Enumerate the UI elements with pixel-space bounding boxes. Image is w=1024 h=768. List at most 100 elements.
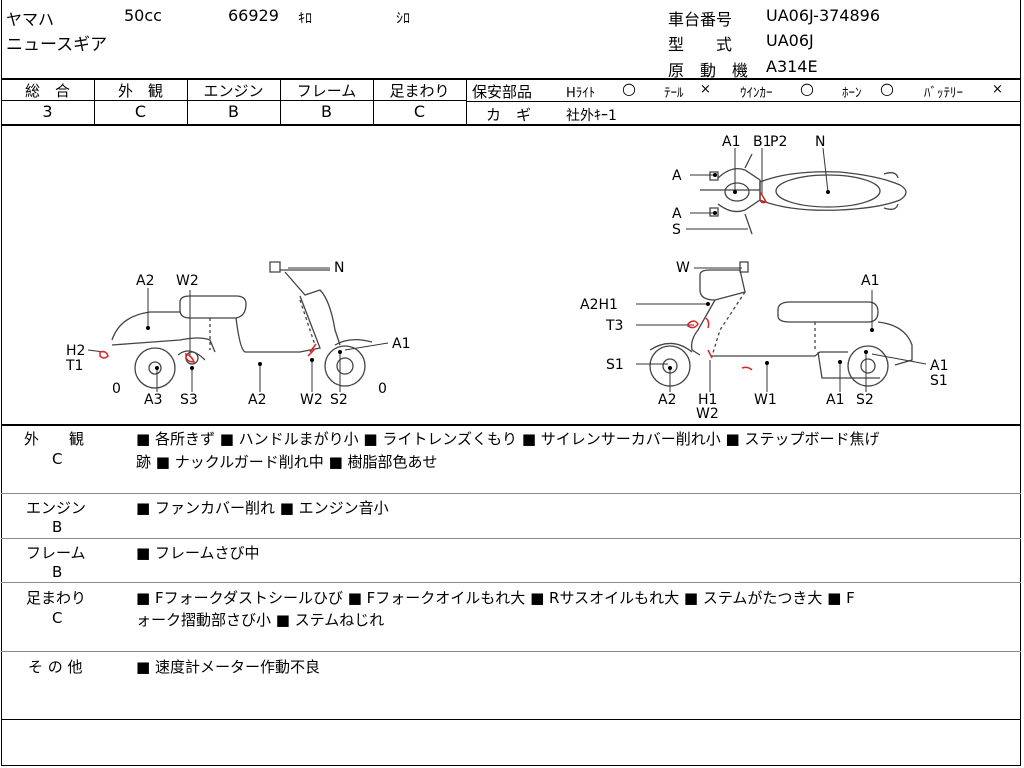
section-exterior-text-2: 跡 ■ ナックルガード削れ中 ■ 樹脂部色あせ (136, 453, 438, 471)
score-label-frame: フレーム (296, 82, 357, 100)
score-value-suspension: C (413, 102, 426, 121)
label-zero-left2: 0 (378, 381, 387, 397)
section-exterior-text: ■ 各所きず ■ ハンドルまがり小 ■ ライトレンズくもり ■ サイレンサーカバ… (136, 430, 880, 448)
body-color: ｼﾛ (396, 11, 410, 27)
safety-winker: ｳｲﾝｶｰ (740, 86, 773, 101)
section-suspension-text: ■ Fフォークダストシールひび ■ Fフォークオイルもれ大 ■ Rサスオイルもれ… (136, 589, 855, 607)
safety-winker-mark: ○ (800, 79, 814, 98)
label-t1-left: T1 (65, 358, 83, 374)
label-w-right: W (676, 260, 690, 276)
label-s3-left: S3 (180, 392, 198, 408)
section-engine-label: エンジン (26, 499, 87, 517)
label-s1-right-side: S1 (930, 373, 948, 389)
maker: ヤマハ (6, 10, 55, 29)
label-a1-left: A1 (392, 336, 410, 352)
safety-battery: ﾊﾞｯﾃﾘｰ (924, 86, 963, 101)
section-frame-grade: B (52, 563, 63, 581)
label-s-top: S (672, 222, 681, 238)
label-w2-left-bottom: W2 (300, 392, 323, 408)
section-exterior-grade: C (52, 450, 63, 468)
grid-divider (94, 79, 95, 125)
label-a-top1: A (672, 168, 682, 184)
grid-mid-line (1, 100, 466, 101)
engine-model: A314E (766, 57, 818, 76)
diagram-bottom-line (1, 424, 1021, 426)
type-value: UA06J (766, 31, 814, 50)
score-value-overall: 3 (42, 102, 53, 121)
label-zero-left1: 0 (112, 381, 121, 397)
label-a3-left: A3 (144, 392, 162, 408)
section-suspension-text-2: ォーク摺動部さび小 ■ ステムねじれ (136, 611, 385, 629)
safety-battery-mark: × (992, 82, 1003, 97)
label-h1-right: H1 (698, 392, 717, 408)
safety-taillight-mark: × (700, 82, 711, 97)
safety-taillight: ﾃｰﾙ (664, 86, 684, 101)
mileage: 66929 (228, 6, 279, 25)
left-side-scooter (111, 261, 373, 389)
label-a1-right: A1 (861, 273, 879, 289)
score-value-engine: B (228, 102, 239, 121)
safety-headlight: Hﾗｲﾄ (566, 86, 596, 101)
score-value-frame: B (321, 102, 332, 121)
score-value-exterior: C (134, 102, 147, 121)
section-frame-label: フレーム (26, 544, 86, 562)
frame-number: UA06J-374896 (766, 6, 881, 25)
mileage-unit: ｷﾛ (298, 11, 312, 27)
score-label-overall: 総 合 (24, 82, 70, 100)
label-s2-left: S2 (330, 392, 348, 408)
section-exterior-label: 外 観 (24, 430, 85, 448)
label-a1-top: A1 (722, 134, 740, 150)
label-a2-left: A2 (136, 273, 154, 289)
label-s1-right: S1 (606, 357, 624, 373)
section-engine-text: ■ ファンカバー削れ ■ エンジン音小 (136, 499, 389, 517)
grid-divider (280, 79, 281, 125)
label-w2-right: W2 (696, 406, 719, 422)
grid-divider (187, 79, 188, 125)
model-name: ニュースギア (6, 35, 108, 55)
label-t3-right: T3 (605, 318, 623, 334)
grid-bottom-line (1, 124, 1021, 126)
score-label-exterior: 外 観 (117, 82, 163, 100)
grid-divider (373, 79, 374, 125)
displacement: 50cc (124, 6, 162, 25)
safety-horn: ﾎｰﾝ (842, 86, 862, 101)
safety-headlight-mark: ○ (622, 79, 636, 98)
top-view-scooter (700, 153, 907, 235)
label-a1-right-side: A1 (930, 358, 948, 374)
grid-top-line (1, 78, 1021, 80)
safety-horn-mark: ○ (880, 79, 894, 98)
engine-model-label: 原 動 機 (668, 61, 749, 80)
score-label-suspension: 足まわり (389, 82, 450, 100)
section-divider (1, 493, 1021, 494)
frame-number-label: 車台番号 (668, 10, 733, 29)
section-divider (1, 651, 1021, 652)
section-other-label: そ の 他 (28, 658, 83, 676)
type-label: 型 式 (668, 35, 733, 54)
safety-parts-label: 保安部品 (472, 83, 533, 101)
label-a-top2: A (672, 206, 682, 222)
section-divider (1, 538, 1021, 539)
score-label-engine: エンジン (203, 82, 264, 100)
grid-mid-line-right (466, 101, 1021, 102)
grid-divider (466, 79, 467, 125)
section-frame-text: ■ フレームさび中 (136, 544, 260, 562)
right-side-scooter (649, 261, 913, 387)
label-n-left: N (334, 260, 344, 276)
section-other-text: ■ 速度計メーター作動不良 (136, 658, 320, 676)
key-value: 社外ｷｰ1 (566, 108, 617, 124)
label-w2-left: W2 (176, 273, 199, 289)
label-n-top: N (815, 134, 825, 150)
section-divider (1, 719, 1021, 720)
label-w1-right: W1 (754, 392, 777, 408)
label-a2h1-right: A2H1 (580, 297, 618, 313)
section-suspension-label: 足まわり (26, 589, 87, 607)
label-a2-left-bottom: A2 (248, 392, 266, 408)
label-a2-right: A2 (658, 392, 676, 408)
section-engine-grade: B (52, 518, 63, 536)
label-a1-right-bottom: A1 (826, 392, 844, 408)
key-label: カ ギ (486, 106, 532, 124)
section-divider (1, 582, 1021, 583)
label-b1-top: B1 (753, 134, 772, 150)
label-h2-left: H2 (66, 343, 85, 359)
